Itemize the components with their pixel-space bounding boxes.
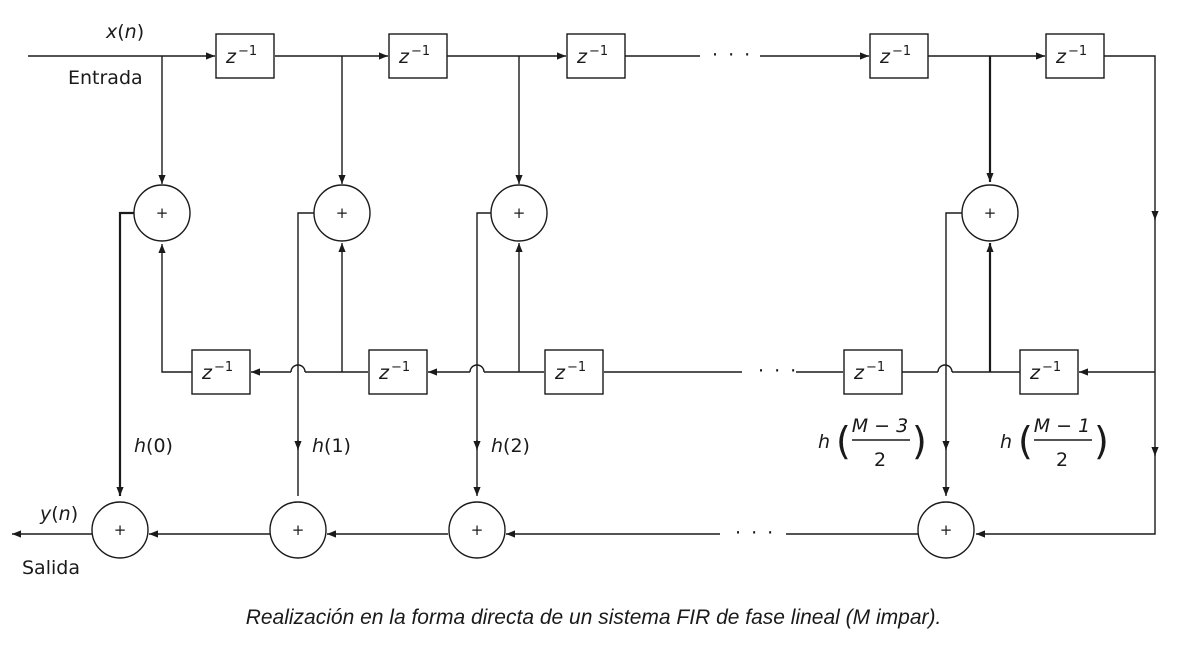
svg-text:+: + xyxy=(292,521,305,539)
pre-adder-0: + xyxy=(133,184,191,242)
svg-text:h: h xyxy=(1000,431,1012,453)
pre-adder-last: + xyxy=(961,184,1019,242)
delay-box-bottom-2: z−1 xyxy=(368,349,428,395)
delay-box-bottom-1: z−1 xyxy=(191,349,251,395)
svg-text:2: 2 xyxy=(874,449,886,471)
svg-text:+: + xyxy=(984,204,997,222)
delay-box-top-2: z−1 xyxy=(388,33,448,79)
out-adder-0: + xyxy=(91,501,149,559)
top-ellipsis: · · · xyxy=(712,44,752,66)
svg-text:z−1: z−1 xyxy=(554,360,586,384)
top-delay-line: z−1 z−1 z−1 · · · z−1 z−1 xyxy=(28,33,1159,372)
svg-text:M − 1: M − 1 xyxy=(1034,415,1090,437)
out-adder-last: + xyxy=(917,501,975,559)
output-signal-label: y(n) xyxy=(39,503,78,525)
svg-text:M − 3: M − 3 xyxy=(852,415,908,437)
bottom-ellipsis: · · · xyxy=(758,360,798,382)
delay-box-bottom-4: z−1 xyxy=(843,349,903,395)
output-ellipsis: · · · xyxy=(735,522,775,544)
svg-text:z−1: z−1 xyxy=(225,44,257,68)
svg-text:(: ( xyxy=(836,419,851,463)
svg-text:z−1: z−1 xyxy=(1029,360,1061,384)
svg-text:+: + xyxy=(156,204,169,222)
coef-h0: h(0) xyxy=(134,435,173,457)
svg-text:2: 2 xyxy=(1056,449,1068,471)
svg-text:z−1: z−1 xyxy=(378,360,410,384)
svg-text:+: + xyxy=(471,521,484,539)
fir-linear-phase-diagram: z−1 z−1 z−1 · · · z−1 z−1 + + + xyxy=(12,21,1159,579)
delay-box-top-3: z−1 xyxy=(566,33,626,79)
delay-box-bottom-3: z−1 xyxy=(544,349,604,395)
coef-h2: h(2) xyxy=(491,435,530,457)
svg-text:z−1: z−1 xyxy=(576,44,608,68)
out-adder-2: + xyxy=(448,501,506,559)
delay-box-top-5: z−1 xyxy=(1045,33,1105,79)
svg-text:h: h xyxy=(818,431,830,453)
svg-text:): ) xyxy=(1094,419,1109,463)
pre-adder-1: + xyxy=(313,184,371,242)
delay-box-bottom-5: z−1 xyxy=(1019,349,1079,395)
svg-text:z−1: z−1 xyxy=(201,360,233,384)
svg-text:+: + xyxy=(114,521,127,539)
figure-caption: Realización en la forma directa de un si… xyxy=(245,606,942,629)
svg-text:+: + xyxy=(513,204,526,222)
delay-box-top-1: z−1 xyxy=(215,33,275,79)
coef-h-m1: h ( M − 1 2 ) xyxy=(1000,415,1109,471)
svg-text:z−1: z−1 xyxy=(1055,44,1087,68)
input-signal-label: x(n) xyxy=(105,21,144,43)
output-word: Salida xyxy=(22,557,80,579)
coef-h1: h(1) xyxy=(312,435,351,457)
input-word: Entrada xyxy=(68,67,143,89)
svg-text:(: ( xyxy=(1018,419,1033,463)
svg-text:+: + xyxy=(940,521,953,539)
svg-text:z−1: z−1 xyxy=(879,44,911,68)
pre-adder-2: + xyxy=(490,184,548,242)
delay-box-top-4: z−1 xyxy=(869,33,929,79)
out-adder-1: + xyxy=(269,501,327,559)
bottom-delay-line: · · · z−1 z−1 z−1 z−1 z−1 xyxy=(158,244,1155,395)
fold-wire-top xyxy=(1104,55,1159,220)
svg-text:z−1: z−1 xyxy=(853,360,885,384)
svg-text:+: + xyxy=(336,204,349,222)
svg-text:z−1: z−1 xyxy=(398,44,430,68)
svg-text:): ) xyxy=(912,419,927,463)
coef-h-m3: h ( M − 3 2 ) xyxy=(818,415,927,471)
